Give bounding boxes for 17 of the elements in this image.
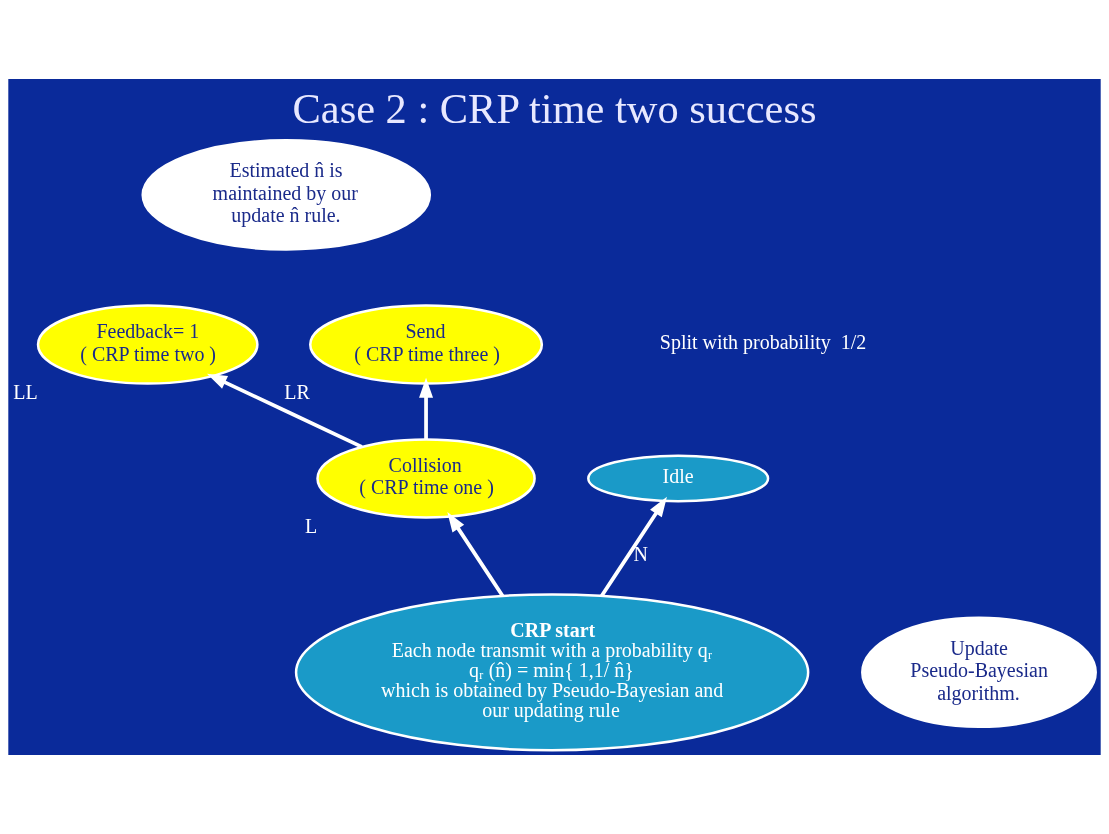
node-label: LL bbox=[13, 381, 38, 404]
node-ellipse: Collision ( CRP time one ) bbox=[316, 438, 536, 519]
node-label: LR bbox=[284, 381, 310, 404]
node-ellipse: Idle bbox=[587, 454, 770, 503]
node-ellipse: CRP start Each node transmit with a probability qᵣ qᵣ (n̂) = min{ 1,1/ n̂} which is obtained by Pseudo-Bayesian and our updating rule bbox=[294, 593, 810, 752]
node-ellipse: Send ( CRP time three ) bbox=[309, 304, 544, 385]
node-ellipse: Update Pseudo-Bayesian algorithm. bbox=[861, 616, 1097, 729]
arrow bbox=[419, 377, 434, 440]
diagram-title: Case 2 : CRP time two success bbox=[292, 84, 817, 132]
node-ellipse: Estimated n̂ is maintained by our update n̂ rule. bbox=[141, 139, 432, 251]
edge-label: N bbox=[633, 542, 648, 565]
arrow bbox=[206, 373, 363, 449]
arrow bbox=[600, 496, 667, 597]
node-label: L bbox=[305, 515, 318, 538]
node-ellipse: Feedback= 1 ( CRP time two ) bbox=[36, 304, 259, 385]
arrow bbox=[447, 511, 505, 597]
label: Split with probability 1/2 bbox=[659, 331, 867, 354]
